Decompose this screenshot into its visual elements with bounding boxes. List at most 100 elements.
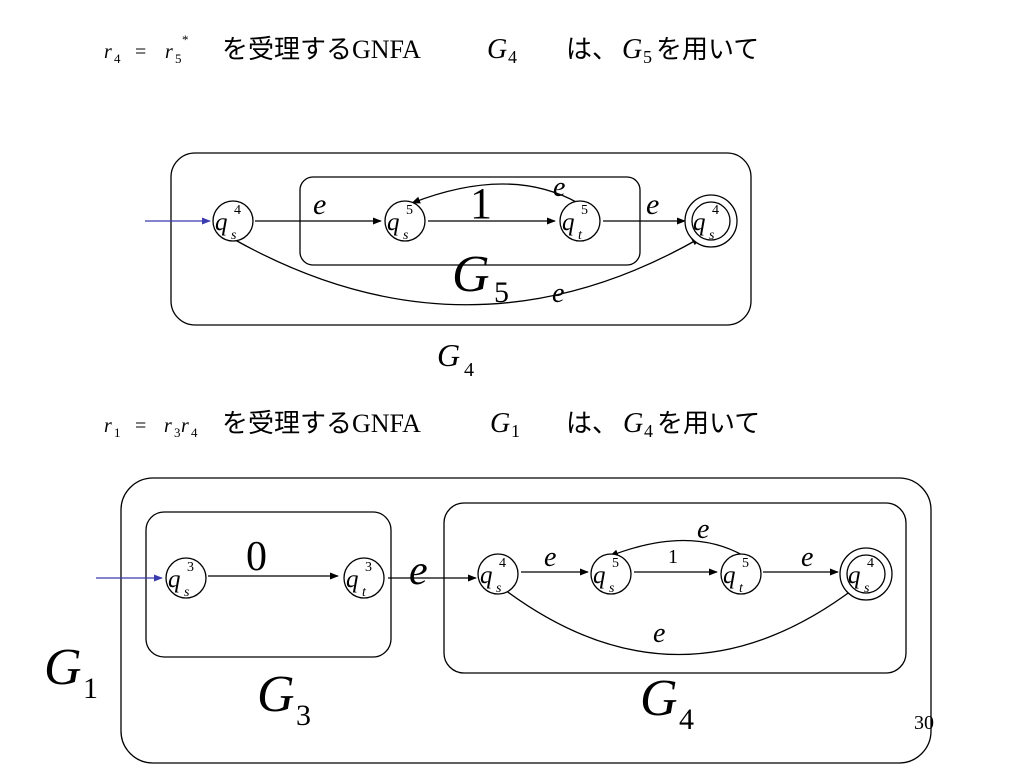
h2-rhs-sub1: 3 — [174, 425, 181, 440]
svg-text:q: q — [215, 209, 228, 236]
h1-text-wa: は、 — [566, 35, 618, 65]
h2-rhs-r2: r — [181, 415, 189, 437]
svg-text:t: t — [578, 228, 583, 243]
state-qs4-accept-2: q s 4 — [839, 547, 893, 601]
svg-text:q: q — [168, 566, 181, 593]
h2-gnfa: GNFA — [352, 409, 421, 438]
label-e2: e — [646, 188, 659, 221]
svg-text:5: 5 — [581, 203, 588, 218]
svg-text:s: s — [864, 581, 870, 596]
svg-text:4: 4 — [499, 556, 506, 571]
label-e2-2: e — [801, 542, 813, 573]
state-qt5: q t 5 — [559, 200, 601, 243]
page-number: 30 — [914, 712, 934, 734]
h2-g2-name: G — [623, 408, 643, 439]
state-qs5-2: q s 5 — [590, 553, 632, 596]
label-e1: e — [313, 188, 326, 221]
h2-equals: = — [135, 415, 146, 437]
state-qs4-start-2: q s 4 — [477, 553, 519, 596]
label-g3-sub: 3 — [296, 699, 311, 732]
h2-rhs-sub2: 4 — [191, 425, 198, 440]
svg-text:3: 3 — [187, 560, 194, 575]
svg-text:s: s — [496, 581, 502, 596]
state-qs3: q s 3 — [165, 557, 207, 600]
heading-1: r 4 = r 5 * を受理する GNFA G 4 は、 G 5 を用いて — [104, 32, 759, 67]
state-qs4-accept: q s 4 — [684, 194, 738, 248]
svg-text:5: 5 — [612, 556, 619, 571]
svg-text:q: q — [562, 209, 575, 236]
label-1-2: 1 — [668, 546, 678, 568]
g1-box — [120, 477, 932, 764]
h1-rhs-sub: 5 — [175, 51, 182, 66]
svg-text:4: 4 — [234, 203, 241, 218]
label-g1-name: G — [44, 639, 82, 696]
h2-lhs-r: r — [104, 415, 112, 437]
svg-text:s: s — [403, 228, 409, 243]
edge-bottom-e — [236, 237, 701, 306]
h1-g-name: G — [487, 34, 507, 65]
label-g5-name: G — [452, 246, 490, 303]
h1-text-using: を用いて — [656, 35, 759, 65]
g3-box — [145, 511, 392, 658]
label-loop-e: e — [553, 172, 565, 203]
svg-text:s: s — [709, 228, 715, 243]
h1-rhs-r: r — [165, 41, 173, 63]
h1-equals: = — [135, 41, 146, 63]
svg-text:q: q — [387, 209, 400, 236]
svg-text:4: 4 — [867, 556, 874, 571]
h2-text-using: を用いて — [657, 409, 760, 439]
label-0: 0 — [246, 534, 267, 580]
h2-text-accepting: を受理する — [222, 409, 352, 439]
h1-g2-sub: 5 — [643, 47, 652, 67]
h1-g-sub: 4 — [508, 47, 517, 67]
label-1: 1 — [470, 179, 492, 228]
svg-text:3: 3 — [365, 560, 372, 575]
h2-text-wa: は、 — [566, 409, 618, 439]
h2-g2-sub: 4 — [644, 421, 653, 441]
svg-text:5: 5 — [406, 203, 413, 218]
g4-box — [170, 152, 752, 326]
svg-text:s: s — [231, 228, 237, 243]
edge-loop-e-2 — [609, 539, 745, 557]
label-g4-sub: 4 — [464, 359, 474, 381]
g4-box-inner — [443, 502, 907, 674]
h1-lhs-r: r — [104, 41, 112, 63]
svg-text:q: q — [723, 562, 736, 589]
diagram-1: q s 4 q s 5 q t 5 q s 4 e 1 e e e G 5 — [145, 152, 752, 381]
h1-lhs-sub: 4 — [114, 51, 121, 66]
svg-text:q: q — [346, 566, 359, 593]
label-bottom-e-2: e — [653, 618, 665, 649]
h2-lhs-sub: 1 — [114, 425, 121, 440]
h2-rhs-r1: r — [164, 415, 172, 437]
label-loop-e-2: e — [697, 514, 709, 545]
h1-rhs-star: * — [182, 32, 189, 47]
edge-loop-e — [411, 183, 579, 204]
label-bottom-e: e — [552, 278, 564, 309]
svg-text:s: s — [609, 581, 615, 596]
h1-text-accepting: を受理する — [222, 35, 352, 65]
svg-text:4: 4 — [712, 203, 719, 218]
state-qs5: q s 5 — [384, 200, 426, 243]
state-qt5-2: q t 5 — [720, 553, 762, 596]
edge-bottom-e-2 — [504, 587, 856, 656]
h1-gnfa: GNFA — [352, 35, 421, 64]
state-qs4-start: q s 4 — [212, 200, 254, 243]
diagram-2: q s 3 q t 3 q s 4 q s 5 q t 5 — [44, 477, 932, 764]
svg-text:s: s — [184, 585, 190, 600]
h2-g-name: G — [490, 408, 510, 439]
label-g4-name: G — [437, 337, 460, 373]
svg-text:t: t — [739, 581, 744, 596]
label-e-join: e — [409, 548, 428, 594]
label-g5-sub: 5 — [494, 276, 509, 309]
svg-text:q: q — [848, 562, 861, 589]
label-g4-sub-2: 4 — [679, 703, 694, 736]
svg-text:q: q — [693, 209, 706, 236]
svg-text:5: 5 — [742, 556, 749, 571]
svg-text:q: q — [480, 562, 493, 589]
svg-text:t: t — [362, 585, 367, 600]
h1-g2-name: G — [622, 34, 642, 65]
h2-g-sub: 1 — [511, 421, 520, 441]
heading-2: r 1 = r 3 r 4 を受理する GNFA G 1 は、 G 4 を用いて — [104, 408, 760, 441]
label-e1-2: e — [544, 542, 556, 573]
